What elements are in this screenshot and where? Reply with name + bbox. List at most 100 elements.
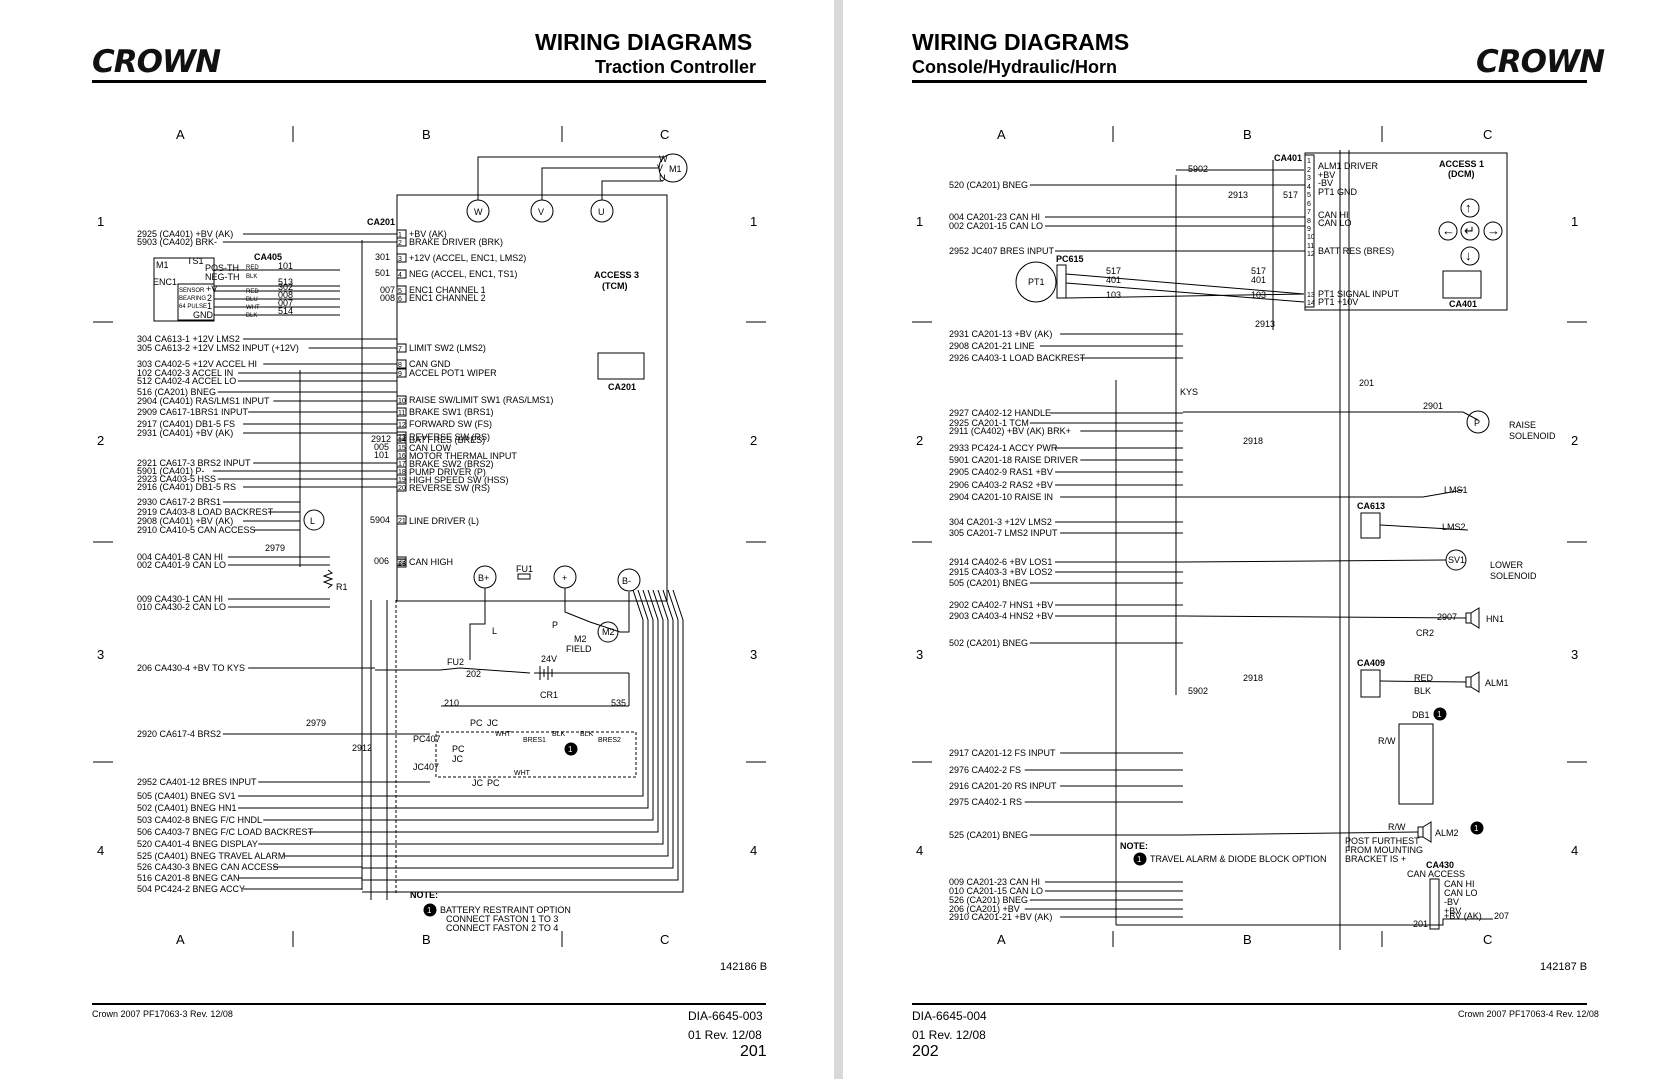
wire-label: 525 (CA401) BNEG TRAVEL ALARM xyxy=(137,851,285,861)
pin-number: 12 xyxy=(1307,251,1315,258)
enc-wire-num: 513 xyxy=(278,277,293,287)
sv1-label: SV1 xyxy=(1448,555,1465,565)
wire-label: 5903 (CA402) BRK- xyxy=(137,237,217,247)
wire-label: 512 CA402-4 ACCEL LO xyxy=(137,376,236,386)
terminal-plus-label: + xyxy=(562,573,567,583)
wire-label: 502 (CA401) BNEG HN1 xyxy=(137,803,237,813)
col-label-top: B xyxy=(1243,127,1252,142)
wire-label: 002 CA201-15 CAN LO xyxy=(949,221,1043,231)
wire-label: 2923 CA403-5 HSS xyxy=(137,474,216,484)
wire-number: 2901 xyxy=(1423,401,1443,411)
pc615-connector xyxy=(1056,264,1067,299)
wire-number: 006 xyxy=(374,556,389,566)
wire-label: 2905 CA402-9 RAS1 +BV xyxy=(949,467,1053,477)
enc-neg: NEG-TH xyxy=(205,272,240,282)
page-title: WIRING DIAGRAMS xyxy=(535,29,753,55)
pin-number: 8 xyxy=(398,362,402,369)
wire-number: 2907 xyxy=(1437,612,1457,622)
col-label-bottom: C xyxy=(660,932,669,947)
wire-label: 303 CA402-5 +12V ACCEL HI xyxy=(137,359,257,369)
col-label-top: A xyxy=(997,127,1006,142)
wire-label: 2910 CA410-5 CAN ACCESS xyxy=(137,525,256,535)
field-wire xyxy=(564,588,630,633)
enc-wire-color: BLU xyxy=(246,297,258,303)
field-label: FIELD xyxy=(566,644,592,654)
pc-label: PC xyxy=(470,718,483,728)
terminal-plus xyxy=(553,565,577,589)
crown-logo: CROWN xyxy=(1476,44,1605,80)
post-line-2: FROM MOUNTING xyxy=(1345,845,1423,855)
wire-label: 102 CA402-3 ACCEL IN xyxy=(137,368,233,378)
pin-label: CAN LO xyxy=(1318,218,1352,228)
motor-term-u: U xyxy=(659,173,666,183)
pin-label: BRAKE SW2 (BRS2) xyxy=(409,459,494,469)
ca613-connector xyxy=(1360,512,1381,539)
wire-label: 2931 (CA401) +BV (AK) xyxy=(137,428,233,438)
bres1-label: BRES1 xyxy=(523,737,546,744)
wht-label-2: WHT xyxy=(514,770,531,777)
bneg-wire xyxy=(362,589,664,845)
note-marker-icon xyxy=(564,742,578,756)
wire-label: 2917 (CA401) DB1-5 FS xyxy=(137,419,235,429)
wire-label: 206 (CA201) +BV xyxy=(949,904,1020,914)
row-label-right: 1 xyxy=(1571,214,1578,229)
wire-number: 517 xyxy=(1106,266,1121,276)
wire-number: 2918 xyxy=(1243,673,1263,683)
resistor-r1 xyxy=(322,569,334,589)
ca409-connector xyxy=(1360,669,1381,698)
battery-restraint-option-box xyxy=(435,731,637,778)
wire-number: 207 xyxy=(1494,911,1509,921)
note-marker-num: 1 xyxy=(1137,855,1142,864)
col-label-bottom: C xyxy=(1483,932,1492,947)
lower-label-2: SOLENOID xyxy=(1490,571,1537,581)
pin-number: 4 xyxy=(398,272,402,279)
pin-label: BATT RES (BRES) xyxy=(409,435,485,445)
pin-number: 12 xyxy=(398,422,406,429)
page-number: 202 xyxy=(912,1043,939,1060)
wire-label: 2915 CA403-3 +BV LOS2 xyxy=(949,567,1052,577)
row-label-left: 2 xyxy=(97,433,104,448)
pin-label: BRAKE SW1 (BRS1) xyxy=(409,407,494,417)
wire-label: 010 CA430-2 CAN LO xyxy=(137,602,226,612)
fuse-fu1-label: FU1 xyxy=(516,564,533,574)
row-label-right: 2 xyxy=(750,433,757,448)
raise-wire xyxy=(1183,411,1479,421)
module-name: ACCESS 1 xyxy=(1439,159,1484,169)
wire-number: 008 xyxy=(380,293,395,303)
post-line-1: POST FURTHEST xyxy=(1345,836,1420,846)
wire-number: 5902 xyxy=(1188,686,1208,696)
ca430-p2: CAN LO xyxy=(1444,888,1478,898)
row-label-right: 3 xyxy=(1571,647,1578,662)
fu2-label: FU2 xyxy=(447,657,464,667)
pin-number: 6 xyxy=(1307,201,1311,208)
pin-number: 13 xyxy=(398,434,406,441)
terminal-b-minus xyxy=(617,568,641,592)
wire-label: 2952 JC407 BRES INPUT xyxy=(949,246,1055,256)
wire-number: 2979 xyxy=(306,718,326,728)
row-label-left: 1 xyxy=(97,214,104,229)
wire-label: 2921 CA617-3 BRS2 INPUT xyxy=(137,458,251,468)
bneg-wire xyxy=(362,589,669,857)
alarm-alm1-icon xyxy=(1465,671,1480,693)
contactor-l-label: L xyxy=(310,516,315,526)
alm2-marker-num: 1 xyxy=(1474,824,1479,833)
blk-label: BLK xyxy=(1414,686,1431,696)
note-line-2: CONNECT FASTON 1 TO 3 xyxy=(446,914,558,924)
wire-label: 2906 CA403-2 RAS2 +BV xyxy=(949,480,1053,490)
footer-copyright: Crown 2007 PF17063-3 Rev. 12/08 xyxy=(92,1009,233,1019)
rw-label-2: R/W xyxy=(1388,822,1406,832)
pin-label: HIGH SPEED SW (HSS) xyxy=(409,475,509,485)
pin-number: 20 xyxy=(398,485,406,492)
enc-wire-num: 008 xyxy=(278,290,293,300)
row-label-right: 1 xyxy=(750,214,757,229)
wire-label: 516 (CA201) BNEG xyxy=(137,387,216,397)
row-label-left: 2 xyxy=(916,433,923,448)
red-label: RED xyxy=(1414,673,1434,683)
enc-l1: BEARING xyxy=(179,296,206,302)
pin-number: 23 xyxy=(398,561,406,568)
line-contactor-l xyxy=(303,509,325,531)
wire-label: 2916 (CA401) DB1-5 RS xyxy=(137,482,236,492)
wire-number: 5904 xyxy=(370,515,390,525)
pin-label: LINE DRIVER (L) xyxy=(409,516,479,526)
